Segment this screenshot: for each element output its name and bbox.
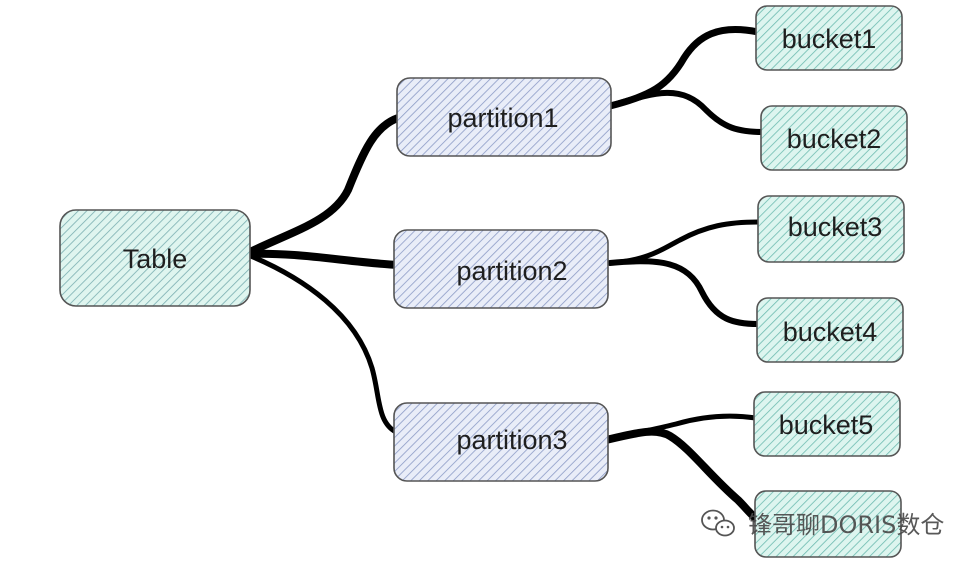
edge-table-partition2 [242,249,402,269]
node-bucket2-box [760,105,908,171]
node-bucket5: bucket5 [753,391,901,457]
watermark: 锋哥聊DORIS数仓 [701,509,944,539]
node-bucket2-label: bucket2 [787,124,882,154]
node-bucket3: bucket3 [757,195,905,263]
node-partition1: partition1 [396,77,612,157]
edge-table-partition1 [242,114,402,258]
node-bucket6 [754,490,902,558]
edges-table-to-partitions [242,114,402,435]
node-partition2-label: partition2 [456,256,567,286]
node-bucket2: bucket2 [760,105,908,171]
node-bucket3-box [757,195,905,263]
node-bucket1: bucket1 [755,5,903,71]
node-partition2: partition2 [393,229,609,309]
node-bucket1-box [755,5,903,71]
watermark-text: 锋哥聊DORIS数仓 [748,511,944,539]
node-bucket6-box [754,490,902,558]
edge-partition3-bucket6 [602,427,764,526]
node-bucket3-label: bucket3 [788,212,883,242]
node-table: Table [59,209,251,307]
node-bucket4-label: bucket4 [783,317,878,347]
node-table-label: Table [123,244,188,274]
node-partition2-box [393,229,609,309]
node-partition1-box [396,77,612,157]
node-partition3-box [393,402,609,482]
node-partition3-label: partition3 [456,425,567,455]
node-bucket1-label: bucket1 [782,24,877,54]
edge-partition1-bucket2 [607,89,767,135]
edge-partition2-bucket3 [607,219,761,266]
node-table-box [59,209,251,307]
wechat-icon [701,509,735,537]
node-bucket5-box [753,391,901,457]
edges-partitions-to-buckets [602,26,767,526]
node-partition1-label: partition1 [447,103,558,133]
node-bucket4-box [756,297,904,363]
node-partition3: partition3 [393,402,609,482]
node-bucket5-label: bucket5 [779,410,874,440]
node-bucket4: bucket4 [756,297,904,363]
edge-table-partition3 [243,251,399,435]
edge-partition2-bucket4 [607,258,761,327]
